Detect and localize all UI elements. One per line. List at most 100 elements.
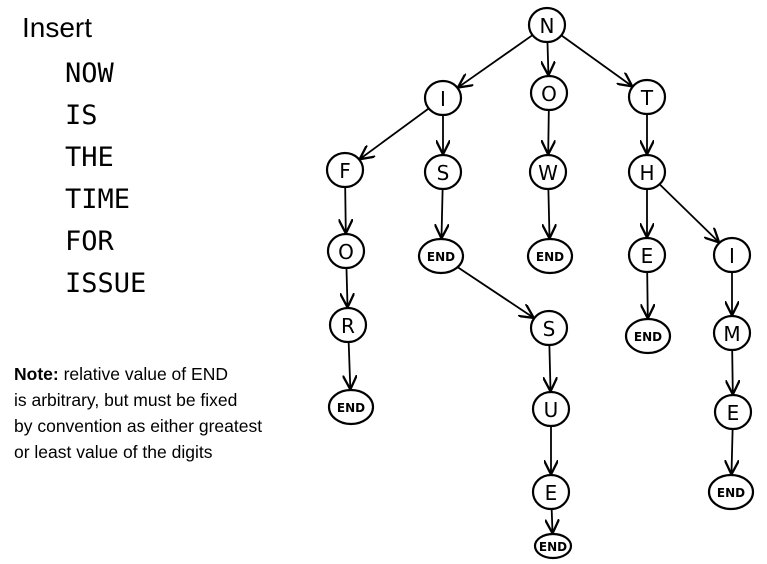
insert-heading: Insert [22,12,93,43]
trie-node-outline [328,306,368,344]
note-line-3: by convention as either greatest [14,416,263,436]
trie-node-label: END [539,540,567,554]
trie-edge [659,183,718,242]
trie-edge [732,429,733,473]
note-line-1-rest: relative value of [58,364,192,384]
word-list: NOW IS THE TIME FOR ISSUE [65,56,146,308]
trie-node-outline [417,237,465,275]
trie-edge [361,108,429,158]
trie-node-label: E [545,481,558,505]
trie-node-outline [423,79,463,117]
trie-edge [548,42,549,74]
trie-node-outline [713,393,753,431]
trie-node-outline [531,390,571,428]
trie-node-outline [325,151,365,189]
trie-node-label: E [641,244,654,268]
trie-edge [549,345,550,390]
trie-node-label: END [717,486,745,500]
trie-edge [347,268,348,306]
trie-node-label: O [541,82,557,106]
trie-node-outline [712,236,752,274]
trie-node: W [528,153,568,191]
trie-end-node: END [624,317,672,355]
trie-node-outline [531,473,571,511]
trie-node-label: I [440,87,446,111]
trie-node-label: M [723,322,740,346]
trie-node-outline [526,237,574,275]
trie-edge [561,35,631,86]
trie-node: S [529,309,569,347]
trie-node: O [326,232,366,270]
trie-node-outline [627,236,667,274]
trie-node-label: F [339,159,351,183]
node-layer: N I O T F S W H O END END E I R S END M END U E E END END [325,6,755,560]
trie-edge [442,189,443,237]
trie-node-label: END [634,330,662,344]
trie-node-label: H [639,161,654,185]
trie-end-node: END [417,237,465,275]
trie-node-outline [712,314,752,352]
trie-node-outline [529,74,569,112]
trie-end-node: END [526,237,574,275]
edge-layer [345,34,733,532]
word-item: THE [65,142,114,173]
trie-edge [647,272,648,317]
note-line-2: is arbitrary, but must be fixed [14,390,238,410]
trie-node-label: O [338,240,354,264]
trie-end-node: END [707,473,755,511]
trie-node-label: T [640,86,654,110]
word-item: NOW [65,58,114,89]
trie-node-label: I [729,244,735,268]
trie-node-outline [624,317,672,355]
trie-node-outline [707,473,755,511]
trie-node: U [531,390,571,428]
trie-node: S [423,153,463,191]
trie-node-label: S [543,317,556,341]
trie-node-label: N [540,14,555,38]
word-item: IS [65,100,98,131]
trie-node: M [712,314,752,352]
trie-node: E [627,236,667,274]
trie-node-outline [529,309,569,347]
trie-node: E [531,473,571,511]
trie-edge [548,110,549,153]
trie-node-label: U [544,398,559,422]
note-line-4: or least value of the digits [14,442,213,462]
trie-edge [345,187,346,232]
trie-node-label: R [341,314,355,338]
trie-node-label: E [727,401,740,425]
trie-node-outline [326,232,366,270]
trie-node-outline [533,532,573,560]
trie-node-label: W [538,161,558,185]
note-line-1: Note: relative value of END [14,361,314,387]
trie-node: T [627,78,667,116]
note-text: Note: relative value of END is arbitrary… [14,361,314,465]
word-item: ISSUE [65,268,147,299]
trie-edge [548,189,549,237]
trie-node-label: S [437,161,450,185]
trie-edge [732,350,733,393]
note-label: Note: [14,364,59,384]
trie-node-outline [527,6,567,44]
trie-node-label: END [337,401,365,415]
trie-edge [349,342,351,388]
trie-edge [457,266,533,317]
trie-node: I [712,236,752,274]
trie-node-outline [627,78,667,116]
trie-node-outline [423,153,463,191]
trie-end-node: END [533,532,573,560]
trie-node: F [325,151,365,189]
word-item: TIME [65,184,131,215]
trie-edge [552,509,553,532]
word-item: FOR [65,226,114,257]
trie-node: N [527,6,567,44]
trie-node: I [423,79,463,117]
trie-node: R [328,306,368,344]
trie-node-outline [627,153,667,191]
trie-edge [459,34,533,87]
left-panel: Insert NOW IS THE TIME FOR ISSUE Note: r… [0,0,310,564]
trie-node-label: END [427,250,455,264]
trie-node: H [627,153,667,191]
trie-end-node: END [327,388,375,426]
